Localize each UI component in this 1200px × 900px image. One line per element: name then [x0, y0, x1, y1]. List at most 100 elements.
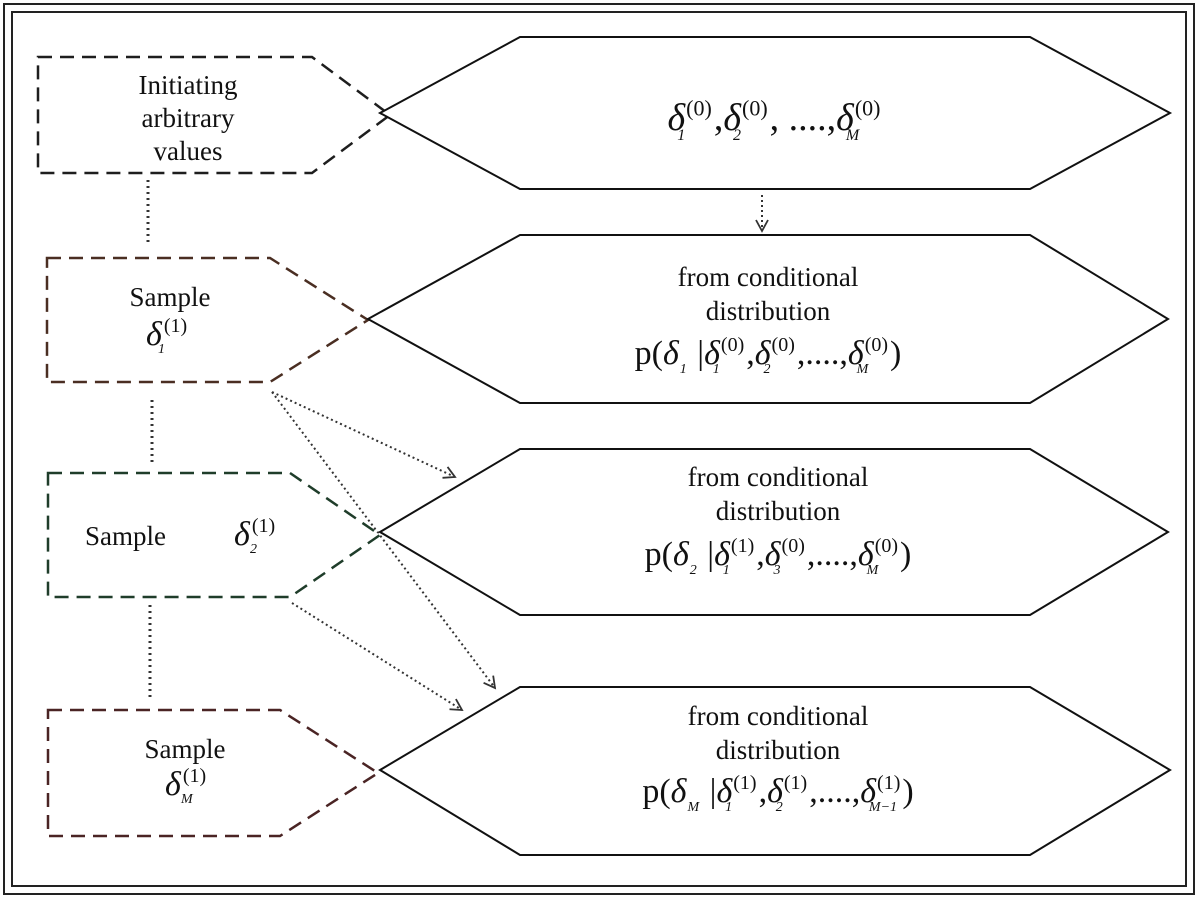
box-sample-2-symbol: δ(1) 2: [234, 515, 275, 557]
formula-superscript: (0): [742, 96, 768, 121]
box-sample-1: Sample δ(1)1: [45, 256, 371, 384]
formula-text: ): [900, 536, 911, 573]
box-sample-m-symbol: δ(1) M: [165, 765, 206, 807]
formula-text: |: [701, 773, 725, 810]
hexagon-initial-values: δ(0)1, δ(0)2, ...., δ(0)M: [377, 36, 1173, 190]
box-initiating-line-3: values: [154, 136, 223, 166]
formula-symbol: δ: [714, 536, 731, 573]
outer-frame: [3, 3, 1195, 895]
box-initiating-line-1: Initiating: [139, 70, 238, 100]
formula-subscript: 1: [725, 800, 732, 815]
formula-subscript: 1: [723, 563, 730, 578]
formula-symbol: δ: [716, 773, 733, 810]
box-initiating: Initiating arbitrary values: [36, 55, 393, 175]
sample-m-delta: δ: [165, 766, 182, 803]
formula-symbol: δ: [723, 97, 742, 139]
hexagon-conditional-m-line-2: distribution: [716, 735, 841, 765]
hexagon-conditional-1-line-2: distribution: [706, 296, 831, 326]
formula-text: p(: [642, 773, 670, 810]
sample-1-delta: δ: [146, 316, 163, 353]
sample-1-sub: 1: [158, 342, 165, 357]
formula-subscript: 1: [680, 362, 687, 377]
hexagon-conditional-1-outline: [365, 234, 1170, 404]
hexagon-conditional-2: from conditional distribution p(δ2 | δ(1…: [378, 448, 1170, 616]
formula-symbol: δ: [860, 773, 877, 810]
hexagon-conditional-1: from conditional distribution p(δ1 | δ(0…: [365, 234, 1170, 404]
hexagon-conditional-1-formula: p(δ1 | δ(0)1,δ(0)2,....,δ(0)M): [635, 334, 902, 377]
formula-text: ,....,: [807, 536, 867, 573]
formula-superscript: (0): [865, 334, 888, 356]
formula-superscript: (0): [686, 96, 712, 121]
formula-symbol: δ: [848, 335, 865, 372]
formula-text: ): [890, 335, 901, 372]
formula-symbol: δ: [671, 773, 688, 810]
formula-text: ,: [746, 335, 755, 372]
formula-text: ,....,: [809, 773, 869, 810]
formula-subscript: M: [845, 127, 861, 144]
formula-symbol: δ: [858, 536, 875, 573]
box-sample-m-outline: [46, 708, 381, 838]
formula-symbol: δ: [704, 335, 721, 372]
box-sample-1-outline: [45, 256, 371, 384]
hexagon-conditional-m: from conditional distribution p(δM | δ(1…: [378, 686, 1172, 856]
hexagon-conditional-m-line-1: from conditional: [688, 701, 869, 731]
formula-superscript: (1): [784, 772, 807, 794]
box-initiating-outline: [36, 55, 393, 175]
formula-superscript: (1): [877, 772, 900, 794]
formula-symbol: δ: [767, 773, 784, 810]
formula-superscript: (0): [782, 535, 805, 557]
formula-text: , ....,: [770, 97, 846, 139]
formula-subscript: 2: [763, 362, 770, 377]
box-initiating-line-2: arbitrary: [142, 103, 235, 133]
sample-2-delta: δ: [234, 516, 251, 553]
formula-text: ,: [714, 97, 733, 139]
formula-text: ,....,: [797, 335, 848, 372]
box-sample-m: Sample δ(1) M: [46, 708, 381, 838]
hexagon-conditional-1-line-1: from conditional: [678, 262, 859, 292]
formula-subscript: 3: [772, 563, 780, 578]
formula-symbol: δ: [836, 97, 855, 139]
formula-subscript: 1: [713, 362, 720, 377]
formula-superscript: (0): [855, 96, 881, 121]
box-sample-m-label: Sample: [145, 734, 226, 764]
formula-subscript: 1: [677, 127, 685, 144]
formula-symbol: δ: [663, 335, 680, 372]
arrow-sample1-to-hex3: [271, 391, 457, 479]
box-sample-1-symbol: δ(1) 1: [146, 315, 187, 357]
formula-text: ,: [759, 773, 776, 810]
hexagon-conditional-2-line-1: from conditional: [688, 462, 869, 492]
formula-superscript: (1): [731, 535, 754, 557]
box-sample-2-label: Sample: [85, 521, 166, 551]
formula-subscript: M: [866, 563, 880, 578]
sample-m-sub: M: [180, 792, 194, 807]
hexagon-initial-values-outline: [377, 36, 1173, 190]
formula-text: p(: [635, 335, 663, 372]
formula-text: ): [902, 773, 913, 810]
hexagon-conditional-2-line-2: distribution: [716, 496, 841, 526]
box-sample-2: Sample δ(1) 2: [46, 471, 383, 599]
formula-symbol: δ: [673, 536, 690, 573]
formula-subscript: M: [686, 800, 700, 815]
sample-2-sub: 2: [250, 542, 257, 557]
inner-frame: [11, 11, 1187, 887]
hexagon-conditional-m-outline: [378, 686, 1172, 856]
hexagon-initial-values-formula: δ(0)1, δ(0)2, ...., δ(0)M: [668, 96, 881, 144]
formula-superscript: (0): [772, 334, 795, 356]
sample-1-sup: (1): [164, 315, 187, 337]
formula-subscript: M−1: [868, 800, 897, 815]
sample-m-sup: (1): [183, 765, 206, 787]
formula-symbol: δ: [668, 97, 687, 139]
box-sample-2-outline: [46, 471, 383, 599]
formula-superscript: (0): [721, 334, 744, 356]
formula-superscript: (0): [875, 535, 898, 557]
arrow-sample2-to-hex4: [291, 602, 464, 712]
hexagon-conditional-2-formula: p(δ2 | δ(1)1,δ(0)3,...., δ(0)M): [645, 535, 912, 578]
formula-symbol: δ: [765, 536, 782, 573]
hexagon-conditional-m-formula: p(δM | δ(1)1, δ(1)2,...., δ(1)M−1): [642, 772, 913, 815]
formula-text: |: [699, 536, 723, 573]
sample-2-sup: (1): [252, 515, 275, 537]
formula-text: |: [689, 335, 713, 372]
formula-subscript: 2: [690, 563, 697, 578]
